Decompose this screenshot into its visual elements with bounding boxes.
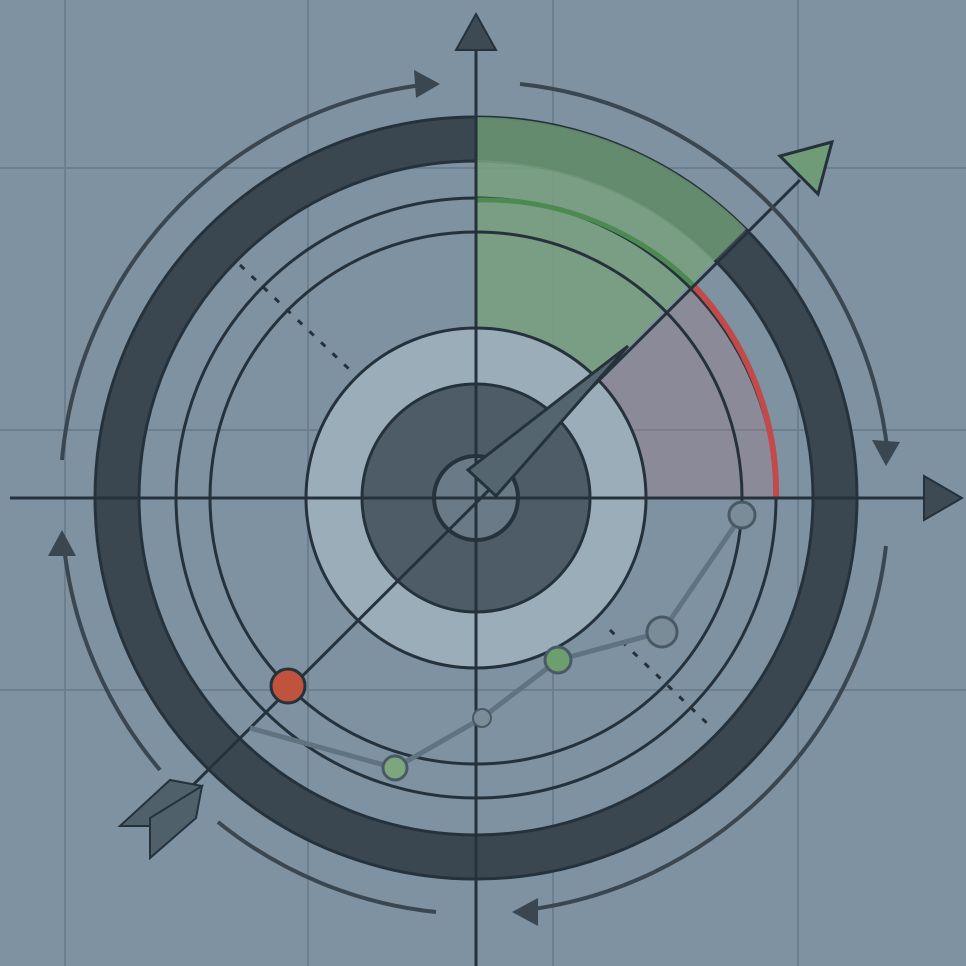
rotation-arc-bottom-inner (216, 820, 437, 914)
green-marker (543, 645, 573, 675)
rotation-arrows (60, 82, 890, 914)
trail-line (249, 513, 745, 771)
gray-marker (727, 500, 757, 530)
rotation-arc-bottom-right (525, 545, 888, 912)
arrow-right-icon (923, 474, 964, 522)
rotation-arc-top-left (60, 82, 431, 461)
diagonal-arrow-head-icon (777, 139, 835, 197)
fletching-icon (117, 778, 205, 861)
arrow-up-icon (454, 11, 498, 51)
dashed-line-lower-right (608, 628, 714, 730)
rotation-arc-top-right (519, 82, 890, 457)
needle-pointer-icon (465, 344, 630, 499)
red-marker (269, 667, 307, 705)
green-marker (381, 754, 409, 782)
rotation-arc-bottom-left (62, 545, 162, 772)
dashed-line-upper-left (238, 263, 352, 372)
gray-marker (472, 708, 492, 728)
green-arc-line (475, 197, 695, 287)
gray-marker (645, 615, 679, 649)
red-arc (690, 282, 780, 499)
clockwise-rotation-arrow-icon (48, 70, 900, 926)
